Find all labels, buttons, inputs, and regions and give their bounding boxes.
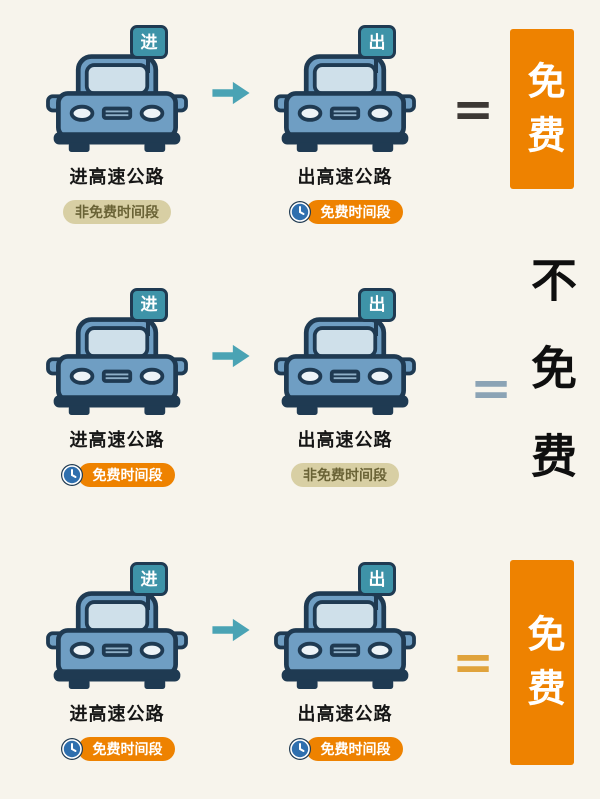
scenario-row-1: 进 进高速公路 非免费时间段 出 出高速公路 免费时间段	[0, 0, 600, 250]
flag-char: 进	[140, 295, 158, 314]
exit-car-block-1: 出 出高速公路 免费时间段	[254, 25, 436, 225]
car-icon	[46, 49, 188, 153]
car-figure: 进	[42, 562, 192, 690]
entry-car-block-1: 进 进高速公路 非免费时间段	[26, 25, 208, 225]
flag-pole	[374, 319, 378, 336]
flag-pole	[146, 319, 150, 336]
result-free-box: 免费	[510, 559, 574, 765]
exit-flag-icon: 出	[358, 562, 396, 596]
car-figure: 进	[42, 25, 192, 153]
entry-car-label: 进高速公路	[69, 167, 165, 187]
car-icon	[274, 312, 416, 416]
flag-pole	[146, 594, 150, 610]
result-not-free-text: 不免费	[525, 255, 577, 520]
badge-pill-nonfree: 非免费时间段	[291, 462, 399, 487]
car-icon	[274, 586, 416, 690]
arrow-right-icon	[210, 343, 252, 369]
scenario-row-2: 进 进高速公路 免费时间段 出 出高速公路 非免费时间段	[0, 250, 600, 525]
flag-pole	[146, 57, 150, 73]
exit-car-label: 出高速公路	[297, 167, 393, 187]
time-badge: 非免费时间段	[291, 462, 399, 488]
entry-car-label: 进高速公路	[69, 429, 165, 450]
equals-sign: =	[470, 358, 512, 417]
flag-pole	[374, 594, 378, 610]
entry-car-label: 进高速公路	[69, 704, 165, 724]
exit-car-label: 出高速公路	[297, 704, 393, 724]
car-figure: 出	[270, 287, 420, 416]
car-icon	[46, 586, 188, 690]
result-group-3: = 免费	[452, 559, 574, 765]
entry-car-block-3: 进 进高速公路 免费时间段	[26, 562, 208, 762]
clock-icon	[60, 737, 84, 761]
flag-char: 出	[368, 295, 386, 314]
exit-flag-icon: 出	[358, 25, 396, 59]
badge-pill-free: 免费时间段	[305, 737, 403, 761]
car-figure: 出	[270, 25, 420, 153]
time-badge: 免费时间段	[60, 736, 175, 762]
badge-pill-nonfree: 非免费时间段	[63, 200, 171, 224]
exit-car-block-3: 出 出高速公路 免费时间段	[254, 562, 436, 762]
result-group-2: = 不免费	[470, 255, 577, 520]
exit-flag-icon: 出	[358, 287, 396, 322]
clock-icon	[60, 463, 84, 487]
car-icon	[46, 312, 188, 416]
flag-char: 出	[368, 569, 386, 589]
time-badge: 免费时间段	[288, 736, 403, 762]
flag-char: 进	[140, 569, 158, 589]
result-group-1: = 免费	[452, 29, 574, 189]
enter-flag-icon: 进	[130, 25, 168, 59]
flag-char: 出	[368, 32, 386, 52]
car-figure: 进	[42, 287, 192, 416]
entry-car-block-2: 进 进高速公路 免费时间段	[26, 287, 208, 488]
time-badge: 非免费时间段	[63, 199, 171, 225]
enter-flag-icon: 进	[130, 287, 168, 322]
exit-car-block-2: 出 出高速公路 非免费时间段	[254, 287, 436, 488]
exit-car-label: 出高速公路	[297, 429, 393, 450]
badge-pill-free: 免费时间段	[77, 462, 175, 487]
result-free-box: 免费	[510, 29, 574, 189]
arrow-right-icon	[210, 80, 252, 106]
equals-sign: =	[452, 633, 494, 691]
flag-pole	[374, 57, 378, 73]
time-badge: 免费时间段	[60, 462, 175, 488]
car-figure: 出	[270, 562, 420, 690]
clock-icon	[288, 737, 312, 761]
enter-flag-icon: 进	[130, 562, 168, 596]
arrow-right-icon	[210, 617, 252, 643]
car-icon	[274, 49, 416, 153]
equals-sign: =	[452, 80, 494, 138]
scenario-row-3: 进 进高速公路 免费时间段 出 出高速公路 免费时间段	[0, 525, 600, 799]
flag-char: 进	[140, 32, 158, 52]
time-badge: 免费时间段	[288, 199, 403, 225]
badge-pill-free: 免费时间段	[305, 200, 403, 224]
clock-icon	[288, 200, 312, 224]
badge-pill-free: 免费时间段	[77, 737, 175, 761]
